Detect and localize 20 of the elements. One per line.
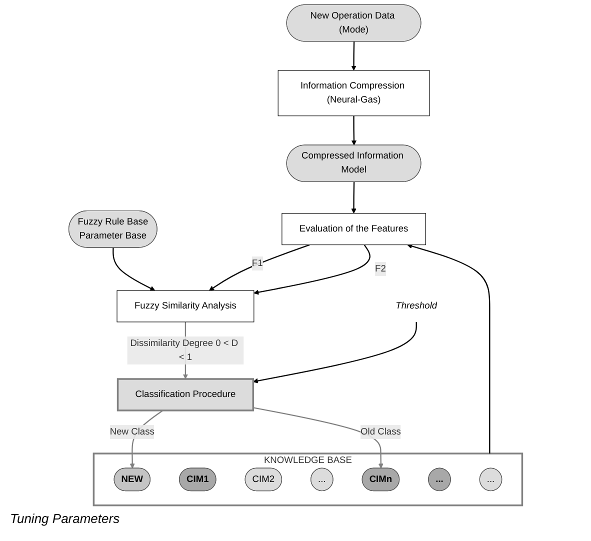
note-text: Tuning Parameters bbox=[10, 511, 120, 526]
arrow bbox=[254, 244, 370, 295]
arrow bbox=[351, 182, 356, 214]
edge-label: New Class bbox=[110, 426, 154, 437]
arrow bbox=[253, 407, 384, 469]
arrow bbox=[351, 42, 356, 71]
node-box: Information Compression (Neural-Gas) bbox=[278, 70, 430, 116]
node-box: Fuzzy Similarity Analysis bbox=[116, 290, 254, 322]
edge-label: F2 bbox=[375, 264, 386, 274]
edge-label: Dissimilarity Degree 0 < D < 1 bbox=[130, 338, 238, 362]
arrow bbox=[407, 244, 490, 454]
node-text: Threshold bbox=[396, 300, 438, 311]
node-box: Classification Procedure bbox=[116, 378, 254, 412]
arrow bbox=[351, 116, 357, 146]
arrow bbox=[112, 248, 156, 291]
edge-label: Old Class bbox=[360, 426, 401, 437]
arrow bbox=[209, 244, 310, 291]
node-box: Evaluation of the Features bbox=[282, 213, 426, 246]
edge-label: F1 bbox=[252, 258, 263, 268]
arrow bbox=[252, 322, 417, 384]
